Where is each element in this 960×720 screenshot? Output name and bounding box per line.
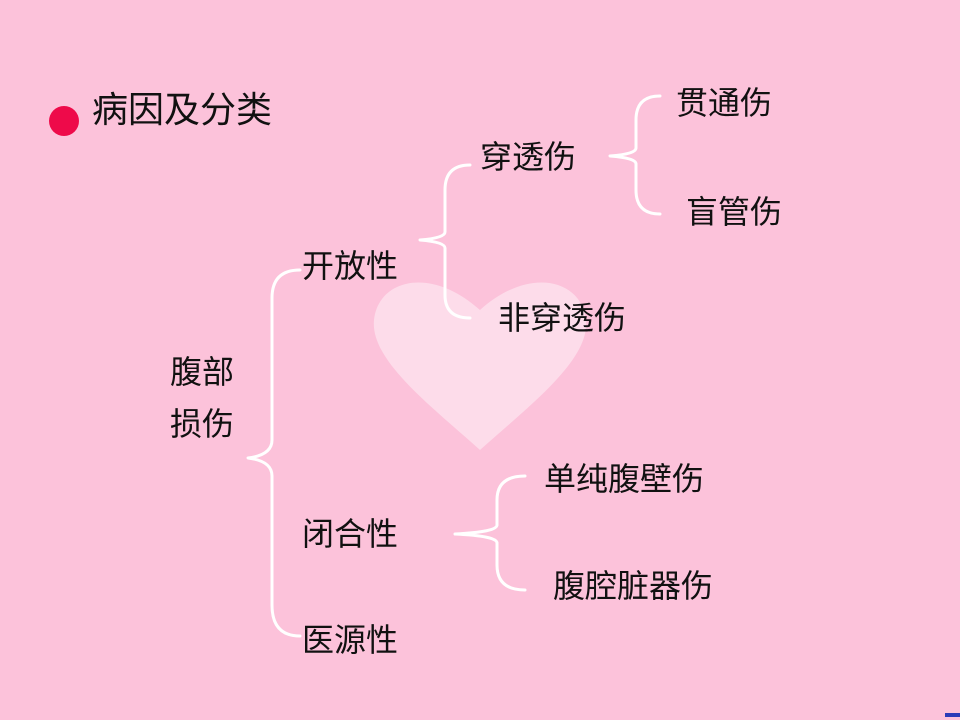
node-blind-wound: 盲管伤	[686, 193, 783, 231]
node-closed: 闭合性	[302, 515, 399, 553]
node-abdominal-wall: 单纯腹壁伤	[544, 460, 705, 498]
root-brace	[246, 268, 302, 638]
penetrating-brace	[608, 94, 662, 216]
node-iatrogenic: 医源性	[302, 621, 399, 659]
root-label-line1: 腹部	[170, 353, 235, 391]
heart-icon	[373, 282, 587, 450]
page-title: 病因及分类	[92, 90, 273, 131]
node-visceral: 腹腔脏器伤	[553, 567, 714, 605]
node-through-wound: 贯通伤	[676, 84, 773, 122]
open-brace	[418, 163, 472, 320]
node-open: 开放性	[302, 247, 399, 285]
node-non-penetrating: 非穿透伤	[498, 299, 627, 337]
corner-mark	[945, 713, 960, 717]
closed-brace	[453, 474, 527, 592]
root-label-line2: 损伤	[170, 405, 235, 443]
node-penetrating: 穿透伤	[480, 138, 577, 176]
bullet-icon	[49, 106, 79, 136]
